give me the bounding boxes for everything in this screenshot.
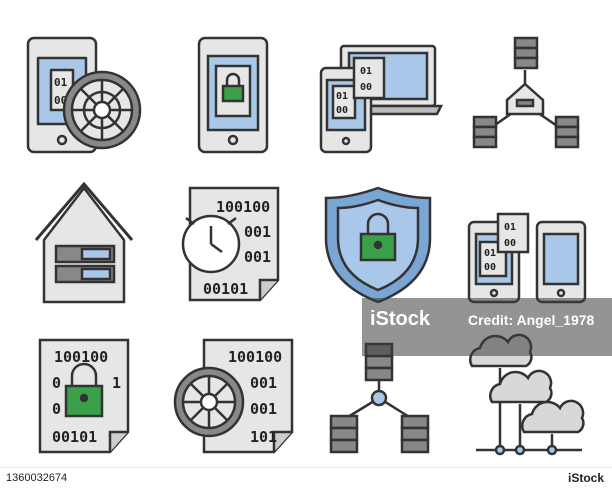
phone-data-transfer-icon: 01 00 01 00	[467, 212, 587, 304]
stopwatch-icon	[181, 214, 241, 274]
gear-icon	[173, 366, 245, 438]
binary-text: 001	[244, 248, 271, 266]
server-icon	[400, 414, 430, 454]
phone-settings-icon: 01 00	[26, 36, 142, 154]
house-icon	[505, 82, 545, 116]
phone-lock-icon	[197, 36, 269, 154]
binary-text: 00101	[203, 280, 248, 298]
home-storage-icon	[34, 181, 134, 304]
gear-icon	[62, 70, 142, 150]
device-sync-icon: 01 00 01 00	[319, 44, 444, 154]
binary-text: 01	[360, 66, 372, 77]
server-icon	[554, 115, 580, 149]
server-icon	[329, 414, 359, 454]
server-network-icon	[329, 342, 430, 454]
binary-timer-icon: 100100 001 001 00101	[181, 186, 280, 302]
watermark-credit: Credit: Angel_1978	[468, 312, 595, 328]
binary-text: 0	[52, 400, 61, 418]
binary-text: 001	[250, 374, 277, 392]
binary-text: 00	[484, 262, 496, 273]
binary-text: 001	[250, 400, 277, 418]
image-id: 1360032674	[6, 472, 68, 484]
server-icon	[472, 115, 498, 149]
server-icon	[513, 36, 539, 70]
binary-text: 00	[360, 82, 372, 93]
home-server-network-icon	[472, 36, 580, 149]
binary-text: 0	[52, 374, 61, 392]
footer-brand: iStock	[567, 471, 604, 485]
binary-text: 01	[336, 91, 348, 102]
binary-text: 001	[244, 223, 271, 241]
footer-bar: 1360032674 iStock	[0, 467, 612, 491]
watermark-banner: iStock Credit: Angel_1978	[362, 298, 612, 356]
binary-text: 1	[112, 374, 121, 392]
binary-lock-document-icon: 100100 0 1 0 00101	[38, 338, 130, 454]
binary-text: 00	[336, 105, 348, 116]
binary-text: 01	[54, 76, 68, 89]
security-shield-lock-icon	[324, 186, 432, 304]
binary-text: 100100	[216, 198, 270, 216]
binary-text: 01	[504, 222, 516, 233]
binary-text: 100100	[228, 348, 282, 366]
watermark-logo: iStock	[370, 308, 431, 330]
binary-text: 101	[250, 428, 277, 446]
binary-gear-document-icon: 100100 001 001 101	[173, 338, 294, 454]
binary-text: 00	[504, 238, 516, 249]
binary-text: 01	[484, 248, 496, 259]
binary-text: 00101	[52, 428, 97, 446]
binary-text: 100100	[54, 348, 108, 366]
